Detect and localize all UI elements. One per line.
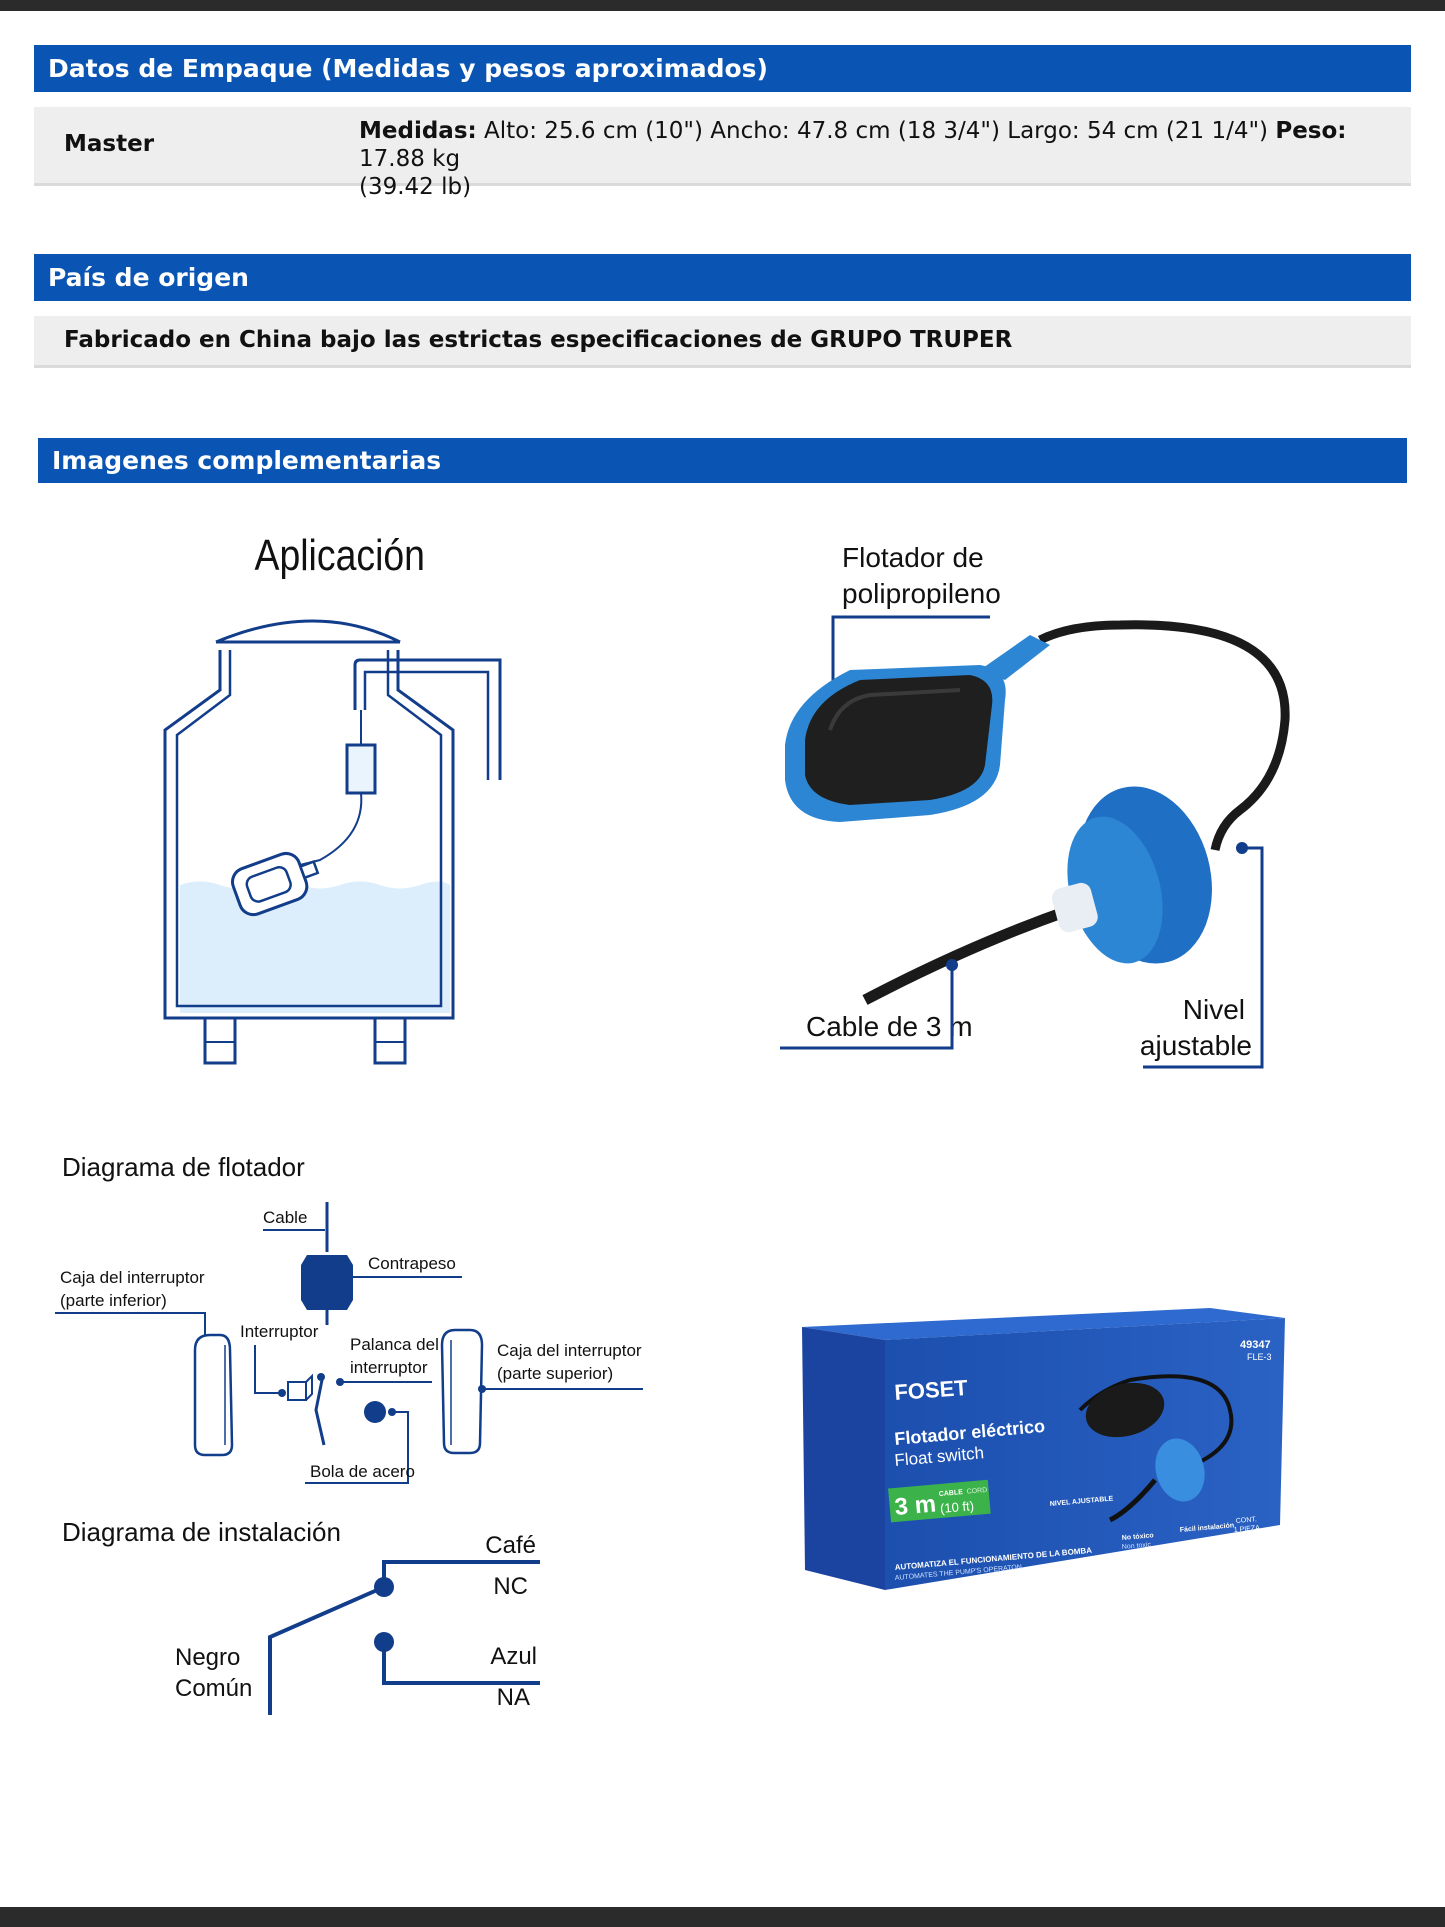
fd-counterweight: [301, 1255, 353, 1310]
fd-caja-sup-2: (parte superior): [497, 1364, 613, 1383]
pipe: [353, 658, 502, 780]
install-negro: Negro: [175, 1644, 240, 1671]
box-front: [885, 1318, 1285, 1590]
origin-text: Fabricado en China bajo las estrictas es…: [64, 327, 1013, 353]
peso-value-lb: (39.42 lb): [359, 174, 472, 200]
box-top: [802, 1308, 1285, 1340]
box-non-toxic: Non toxic: [1122, 1541, 1152, 1551]
peso-value: 17.88 kg: [359, 146, 461, 172]
bottom-bar: [0, 1907, 1445, 1927]
fd-palanca-2: interruptor: [350, 1358, 428, 1377]
packaging-row-label: Master: [64, 131, 155, 157]
origin-header-text: País de origen: [48, 263, 249, 292]
images-header-text: Imagenes complementarias: [52, 446, 442, 475]
box-model: FLE-3: [1247, 1352, 1272, 1362]
product-photo: Flotador de polipropileno Cable de 3 m N…: [780, 542, 1290, 1069]
float-diagram-title: Diagrama de flotador: [62, 1152, 305, 1182]
box-cable-ft: (10 ft): [939, 1498, 974, 1516]
images-header: Imagenes complementarias: [38, 438, 1407, 483]
label-level-1: Nivel: [1183, 994, 1245, 1025]
tank-body: [163, 650, 455, 1020]
box-code: 49347: [1240, 1339, 1271, 1351]
box-product-image: [1078, 1374, 1234, 1523]
fd-caja-sup-1: Caja del interruptor: [497, 1341, 642, 1360]
packaging-row-value: Medidas: Alto: 25.6 cm (10") Ancho: 47.8…: [359, 117, 1399, 201]
tank-water: [180, 881, 450, 1013]
fd-upper-case: [440, 1328, 484, 1455]
application-diagram: Aplicación: [163, 530, 502, 1065]
peso-label: Peso:: [1275, 118, 1347, 144]
box-cable-badge: [888, 1479, 991, 1523]
install-nc: NC: [493, 1573, 528, 1600]
top-bar: [0, 0, 1445, 11]
install-cafe: Café: [485, 1532, 536, 1559]
box-cont: CONT.: [1236, 1516, 1258, 1525]
fd-steel-ball: [364, 1401, 386, 1423]
fd-palanca-1: Palanca del: [350, 1335, 439, 1354]
label-float-1: Flotador de: [842, 542, 984, 573]
fd-lever: [314, 1379, 326, 1446]
origin-row: Fabricado en China bajo las estrictas es…: [34, 316, 1411, 368]
label-cable: Cable de 3 m: [806, 1011, 973, 1042]
application-title: Aplicación: [255, 530, 425, 580]
fd-bola-label: Bola de acero: [310, 1462, 415, 1481]
packaging-header-text: Datos de Empaque (Medidas y pesos aproxi…: [48, 54, 768, 83]
tank-leg-left: [203, 1016, 237, 1065]
packaging-header: Datos de Empaque (Medidas y pesos aproxi…: [34, 45, 1411, 92]
install-title: Diagrama de instalación: [62, 1517, 341, 1547]
fd-caja-inf-2: (parte inferior): [60, 1291, 167, 1310]
medidas-value: Alto: 25.6 cm (10") Ancho: 47.8 cm (18 3…: [484, 118, 1269, 144]
install-na: NA: [497, 1684, 530, 1711]
fd-caja-inf-1: Caja del interruptor: [60, 1268, 205, 1287]
fd-interruptor-label: Interruptor: [240, 1322, 319, 1341]
box-no-toxico: No tóxico: [1122, 1532, 1154, 1542]
box-side: [802, 1327, 885, 1590]
install-diagram: Diagrama de instalación Café NC Azul NA …: [62, 1517, 540, 1715]
box-facil: Fácil instalación: [1180, 1522, 1235, 1534]
product-box: FOSET 49347 FLE-3 Flotador eléctrico Flo…: [802, 1308, 1285, 1590]
box-pieza: 1 PIEZA: [1234, 1525, 1261, 1534]
tank-leg-right: [373, 1016, 407, 1065]
box-cord-word: CORD: [966, 1487, 987, 1496]
power-cable: [862, 904, 1072, 1005]
float-device: [231, 851, 320, 917]
label-level-2: ajustable: [1140, 1030, 1252, 1061]
fd-interruptor: [287, 1373, 313, 1401]
fd-lower-case: [193, 1333, 234, 1457]
box-cable-size: 3 m: [894, 1490, 938, 1521]
install-comun: Común: [175, 1675, 252, 1702]
medidas-label: Medidas:: [359, 118, 477, 144]
fd-contrapeso-label: Contrapeso: [368, 1254, 456, 1273]
box-cable-word: CABLE: [939, 1489, 964, 1498]
switch-box: [345, 743, 377, 795]
origin-header: País de origen: [34, 254, 1411, 301]
float-body: [785, 665, 1006, 822]
box-brand: FOSET: [894, 1375, 969, 1405]
install-azul: Azul: [490, 1643, 537, 1670]
label-float-2: polipropileno: [842, 578, 1001, 609]
tank-lid: [215, 619, 401, 644]
fd-cable-label: Cable: [263, 1208, 307, 1227]
counterweight: [1051, 786, 1212, 964]
float-diagram: Diagrama de flotador Cable Contrapeso Ca…: [55, 1152, 643, 1484]
packaging-row: Master Medidas: Alto: 25.6 cm (10") Anch…: [34, 107, 1411, 200]
